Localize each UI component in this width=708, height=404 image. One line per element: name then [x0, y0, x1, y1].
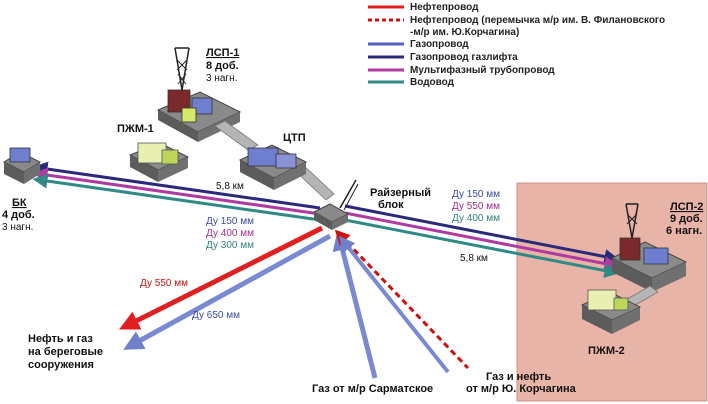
platform-riser: [312, 179, 359, 230]
right-d-multiphase: Ду 550 мм: [452, 201, 500, 212]
pipe-korch-bridge: [334, 229, 470, 370]
platform-pzhm1: [128, 142, 190, 182]
lsp1-name: ЛСП-1: [206, 47, 239, 59]
bk-name: БК: [12, 197, 27, 209]
pipe-lsp2-multiphase: [344, 211, 620, 271]
legend-label-water: Водовод: [410, 77, 455, 88]
pipe-shore-oil: [119, 225, 324, 330]
legend-label-oil-bridge: Нефтепровод (перемычка м/р им. В. Филано…: [410, 14, 665, 26]
legend-label-gaslift: Газопровод газлифта: [410, 51, 518, 63]
pipe-korch-gas: [339, 235, 450, 374]
right-d-gaslift: Ду 150 мм: [452, 189, 500, 200]
right-d-water: Ду 400 мм: [452, 213, 500, 224]
ctp-name: ЦТП: [283, 132, 306, 144]
lsp2-injection: 6 нагн.: [666, 225, 702, 237]
pipe-shore-gas: [123, 233, 332, 350]
pipes-riser-lsp2: [344, 204, 620, 278]
right-distance: 5,8 км: [460, 253, 488, 264]
shore-gas-diameter: Ду 650 мм: [192, 310, 240, 321]
platform-lsp2: [610, 203, 688, 292]
riser-label-2: блок: [378, 199, 404, 211]
legend-label-oil-bridge-2: -м/р им. Ю.Корчагина): [410, 27, 519, 38]
korch-dest-1: Газ и нефть: [486, 371, 551, 383]
pzhm2-name: ПЖМ-2: [588, 345, 625, 357]
sarmat-dest: Газ от м/р Сарматское: [312, 383, 433, 395]
lsp1-injection: 3 нагн.: [206, 73, 237, 84]
lsp2-name: ЛСП-2: [670, 201, 703, 213]
legend-label-gas: Газопровод: [410, 39, 469, 50]
platform-ctp: [238, 144, 308, 190]
bk-injection: 3 нагн.: [2, 222, 33, 233]
pipe-bk-multiphase: [32, 167, 321, 216]
shore-dest-2: на береговые: [28, 346, 103, 358]
lsp2-production: 9 доб.: [670, 213, 703, 225]
pipe-lsp2-water: [344, 218, 620, 278]
shore-dest-1: Нефть и газ: [28, 333, 93, 345]
korch-dest-2: от м/р Ю. Корчагина: [466, 383, 577, 395]
left-d-multiphase: Ду 400 мм: [206, 228, 254, 239]
pipe-bk-gaslift: [32, 161, 321, 210]
left-distance: 5,8 км: [216, 181, 244, 192]
legend: Нефтепровод Нефтепровод (перемычка м/р и…: [368, 1, 665, 88]
pipes-shore: [119, 225, 470, 379]
bridge-lsp1-ctp: [214, 120, 259, 151]
shore-oil-diameter: Ду 550 мм: [140, 278, 188, 289]
pipes-bk-riser: [32, 161, 321, 222]
platform-bk: [2, 147, 42, 184]
lsp1-production: 8 доб.: [206, 60, 239, 72]
legend-label-oil: Нефтепровод: [410, 1, 479, 13]
shore-dest-3: сооружения: [28, 359, 94, 371]
pipe-bk-water: [32, 173, 321, 222]
pipe-lsp2-gaslift: [344, 204, 620, 264]
left-d-gaslift: Ду 150 мм: [206, 216, 254, 227]
pipe-sarmat-gas: [332, 230, 378, 379]
left-d-water: Ду 300 мм: [206, 240, 254, 251]
legend-label-multiphase: Мультифазный трубопровод: [410, 64, 555, 76]
bk-production: 4 доб.: [2, 209, 35, 221]
riser-label-1: Райзерный: [370, 187, 431, 199]
platform-pzhm2: [580, 289, 642, 334]
pzhm1-name: ПЖМ-1: [117, 123, 154, 135]
